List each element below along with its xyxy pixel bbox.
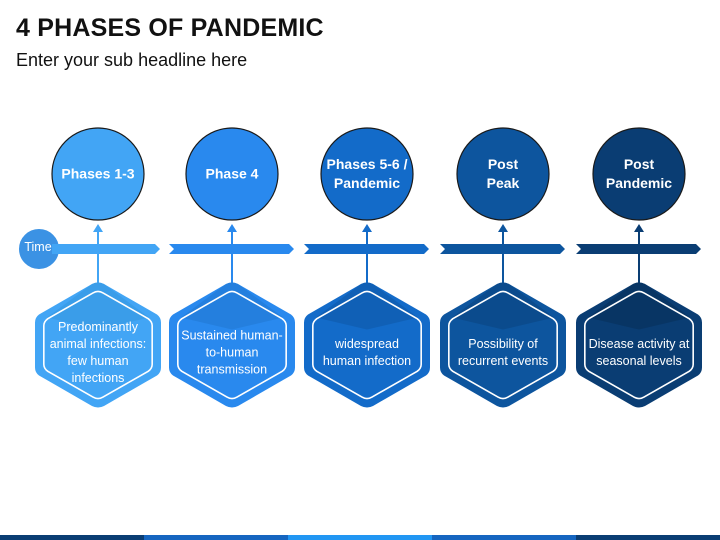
phase-circle-label: Phases 1-3 xyxy=(61,165,135,182)
phase-circle-label: Phase 4 xyxy=(205,165,259,182)
bottom-bar-segment xyxy=(432,535,576,540)
phase-description: widespread human infection xyxy=(322,337,412,368)
bottom-bar-segment xyxy=(144,535,288,540)
connector-arrowhead xyxy=(93,224,103,232)
phase-hexagon-cap xyxy=(316,282,418,330)
phase-hexagon-outline xyxy=(43,290,153,400)
time-label: Time xyxy=(24,240,52,254)
phase-hexagon-outline xyxy=(177,290,287,400)
timeline-arrow-segment xyxy=(52,244,160,254)
bottom-bar-segment xyxy=(288,535,432,540)
phase-hexagon-outline xyxy=(312,290,422,400)
connector-arrowhead xyxy=(227,224,237,232)
phase-hexagon-cap xyxy=(452,282,554,330)
phase-description: Sustained human- to-human transmission xyxy=(181,328,283,377)
page-title: 4 PHASES OF PANDEMIC xyxy=(16,14,324,42)
phase-circle-label: Phases 5-6 / Pandemic xyxy=(326,156,408,191)
phase-hexagon-outline xyxy=(584,290,694,400)
phase-hexagon-outline xyxy=(448,290,558,400)
phase-description: Possibility of recurrent events xyxy=(457,337,549,368)
page-subtitle: Enter your sub headline here xyxy=(16,50,248,70)
phase-hexagon-cap xyxy=(588,282,690,330)
connector-arrowhead xyxy=(634,224,644,232)
phase-circle xyxy=(185,127,279,221)
phase-circle xyxy=(51,127,145,221)
phase-circle-label: Post Pandemic xyxy=(605,156,673,191)
bottom-bar-segment xyxy=(576,535,720,540)
phase-description: Predominantly animal infections: few hum… xyxy=(49,320,147,385)
phase-hexagon-cap xyxy=(47,282,149,330)
connector-arrowhead xyxy=(362,224,372,232)
phase-circle xyxy=(320,127,414,221)
phase-circle xyxy=(456,127,550,221)
phase-hexagon-cap xyxy=(181,282,283,330)
phase-description: Disease activity at seasonal levels xyxy=(588,337,690,368)
bottom-bar-segment xyxy=(0,535,144,540)
phase-circle xyxy=(592,127,686,221)
connector-arrowhead xyxy=(498,224,508,232)
phase-circle-label: Post Peak xyxy=(486,156,520,191)
bottom-accent-bar xyxy=(0,535,720,540)
